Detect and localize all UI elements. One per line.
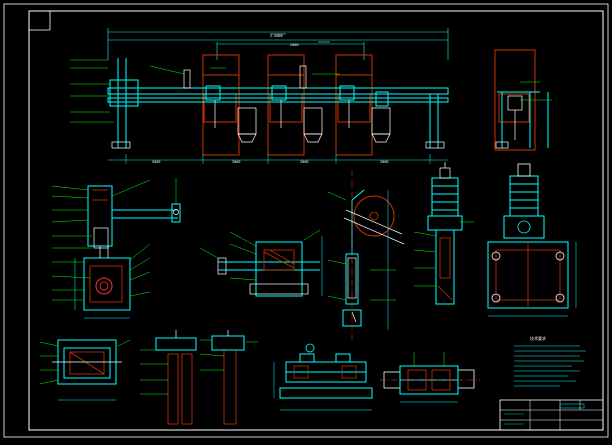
svg-text:2-5000: 2-5000 [270,34,283,38]
svg-text:2000: 2000 [300,160,308,164]
motor-drive-view-left [413,162,474,305]
lifting-arm-view [327,170,405,340]
gearbox-section-view [199,229,323,297]
motor-drive-view-right [487,163,577,317]
drawing-frame [3,3,609,438]
column-section-view [140,330,258,425]
svg-text:2000: 2000 [232,160,240,164]
coupling-detail-view [380,352,480,403]
bearing-housing-section [39,339,131,401]
gripper-assembly-view [51,178,181,319]
svg-text:2000: 2000 [290,43,298,47]
svg-text:2000: 2000 [380,160,388,164]
svg-text:5000: 5000 [152,160,160,164]
title-block [499,399,604,431]
notes-header: 技术要求 [530,335,546,341]
shaft-assembly-view [273,343,373,411]
technical-notes: 技术要求 [514,335,586,387]
gantry-side-view [494,49,552,151]
gantry-elevation-view: 2-5000 2000 5000 2000 2000 2000 [70,28,449,164]
